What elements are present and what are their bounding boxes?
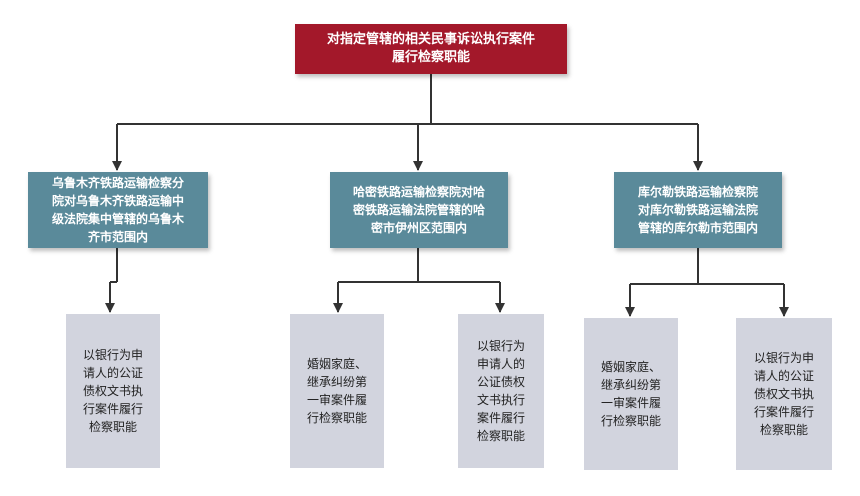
leaf-node-hami-family: 婚姻家庭、 继承纠纷第 一审案件履 行检察职能 [290,314,384,468]
node-urumqi-branch: 乌鲁木齐铁路运输检察分 院对乌鲁木齐铁路运输中 级法院集中管辖的乌鲁木 齐市范围… [28,172,208,248]
node-korla: 库尔勒铁路运输检察院 对库尔勒铁路运输法院 管辖的库尔勒市范围内 [614,172,782,248]
node-hami: 哈密铁路运输检察院对哈 密铁路运输法院管辖的哈 密市伊州区范围内 [330,172,508,248]
leaf-node-urumqi-bank: 以银行为申 请人的公证 债权文书执 行案件履行 检察职能 [66,314,160,468]
leaf-node-korla-family: 婚姻家庭、 继承纠纷第 一审案件履 行检察职能 [584,318,678,470]
leaf-node-hami-bank: 以银行为 申请人的 公证债权 文书执行 案件履行 检察职能 [458,314,544,468]
leaf-node-korla-bank: 以银行为申 请人的公证 债权文书执 行案件履行 检察职能 [736,318,832,470]
root-node: 对指定管辖的相关民事诉讼执行案件 履行检察职能 [295,24,567,74]
